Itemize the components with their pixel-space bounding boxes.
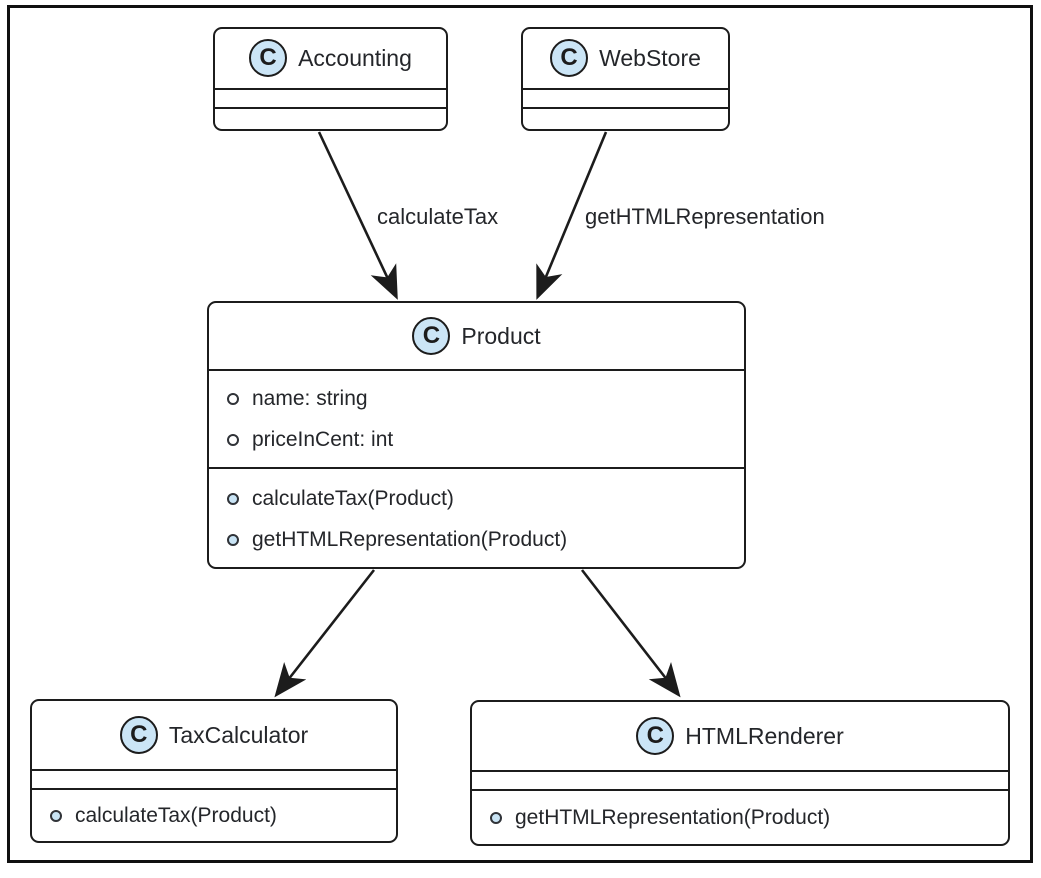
methods-compartment (215, 106, 446, 130)
method-text: calculateTax(Product) (252, 486, 454, 510)
class-title: C Product (209, 303, 744, 369)
method-text: getHTMLRepresentation(Product) (252, 527, 568, 551)
methods-compartment: getHTMLRepresentation(Product) (472, 789, 1008, 844)
method-visibility-icon (50, 809, 62, 822)
class-name: TaxCalculator (168, 721, 309, 748)
field-visibility-icon (227, 392, 239, 405)
method-visibility-icon (227, 533, 239, 546)
edge-label-gethtmlrepresentation: getHTMLRepresentation (585, 204, 825, 229)
class-name: WebStore (599, 44, 701, 71)
attributes-compartment (472, 770, 1008, 789)
class-icon: C (249, 39, 288, 78)
class-box-product: C Product name: string priceInCent: int … (207, 301, 746, 569)
attribute-row: priceInCent: int (209, 419, 744, 460)
attribute-text: priceInCent: int (252, 427, 394, 451)
class-box-taxcalculator: C TaxCalculator calculateTax(Product) (30, 699, 398, 843)
method-visibility-icon (227, 492, 239, 505)
class-box-accounting: C Accounting (213, 27, 448, 131)
attributes-compartment (523, 87, 728, 107)
method-text: getHTMLRepresentation(Product) (515, 805, 831, 829)
method-visibility-icon (490, 811, 502, 824)
attributes-compartment (32, 769, 396, 788)
diagram-frame (7, 5, 1033, 863)
edge-accounting-product (317, 131, 398, 300)
class-title: C TaxCalculator (32, 701, 396, 769)
class-name: HTMLRenderer (685, 722, 844, 749)
class-title: C WebStore (523, 29, 728, 88)
class-title: C HTMLRenderer (472, 702, 1008, 770)
edge-product-taxcalculator (274, 569, 376, 698)
edge-product-htmlrenderer (580, 569, 681, 698)
attributes-compartment: name: string priceInCent: int (209, 369, 744, 467)
attribute-row: name: string (209, 378, 744, 419)
method-row: calculateTax(Product) (209, 478, 744, 519)
field-visibility-icon (227, 433, 239, 446)
attributes-compartment (215, 87, 446, 107)
class-box-webstore: C WebStore (521, 27, 730, 131)
methods-compartment: calculateTax(Product) (32, 788, 396, 841)
methods-compartment (523, 106, 728, 130)
class-name: Product (461, 322, 541, 349)
class-name: Accounting (298, 44, 412, 71)
class-title: C Accounting (215, 29, 446, 88)
class-icon: C (636, 717, 675, 755)
edge-webstore-product (536, 131, 608, 300)
methods-compartment: calculateTax(Product) getHTMLRepresentat… (209, 467, 744, 567)
class-icon: C (412, 317, 451, 355)
method-text: calculateTax(Product) (75, 803, 277, 827)
class-icon: C (119, 716, 158, 754)
method-row: getHTMLRepresentation(Product) (472, 806, 1008, 830)
edge-label-calculatetax: calculateTax (377, 204, 499, 229)
class-box-htmlrenderer: C HTMLRenderer getHTMLRepresentation(Pro… (470, 700, 1010, 846)
method-row: calculateTax(Product) (32, 804, 396, 828)
method-row: getHTMLRepresentation(Product) (209, 519, 744, 560)
class-icon: C (550, 39, 589, 78)
attribute-text: name: string (252, 386, 368, 410)
